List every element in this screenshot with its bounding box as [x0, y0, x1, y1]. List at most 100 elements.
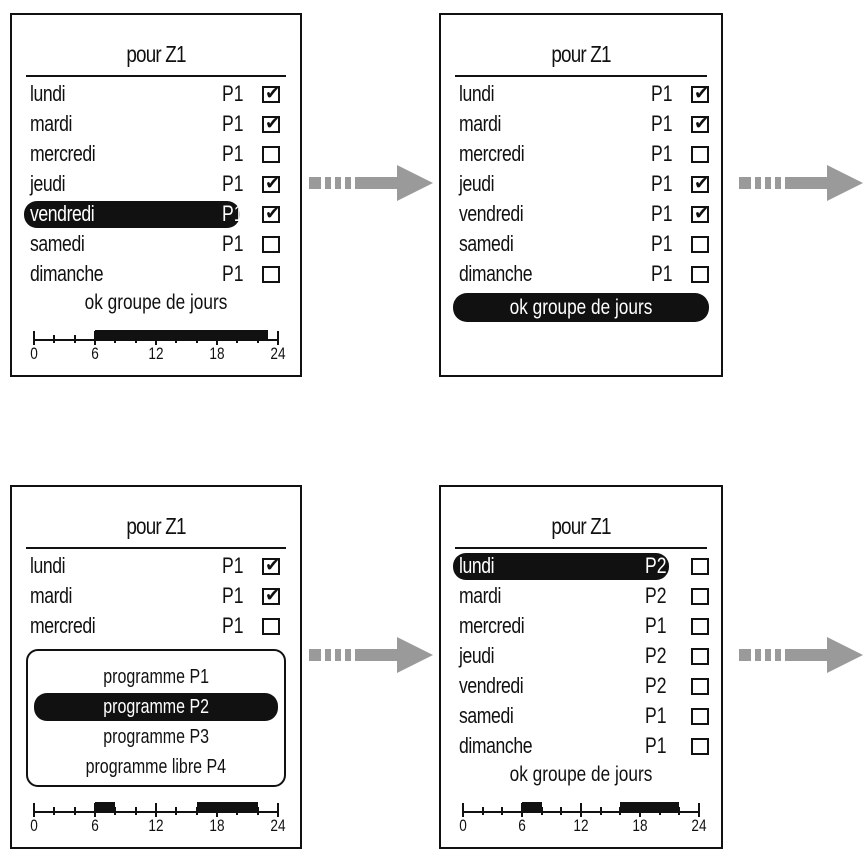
program-label: P2 [645, 643, 667, 668]
program-label: P1 [651, 141, 673, 166]
day-checkbox[interactable]: ✔ [691, 113, 709, 134]
program-label: P1 [645, 733, 667, 758]
program-option-p2[interactable]: programme P2 [34, 693, 278, 721]
day-label: mardi [459, 583, 502, 608]
day-label: jeudi [459, 643, 495, 668]
timeline-tick [277, 803, 279, 817]
timeline-tick [134, 335, 137, 343]
timeline-tick [134, 807, 137, 815]
ok-group-days-button[interactable]: ok groupe de jours [84, 291, 228, 314]
program-label: P2 [645, 673, 667, 698]
program-option-libre-p4[interactable]: programme libre P4 [85, 756, 227, 778]
program-label: P1 [651, 81, 673, 106]
day-checkbox[interactable]: ✔ [262, 585, 280, 606]
day-label: samedi [30, 231, 85, 256]
day-checkbox[interactable] [691, 588, 709, 605]
day-label: mercredi [459, 613, 525, 638]
day-label: dimanche [30, 261, 104, 286]
program-label: P1 [222, 261, 244, 286]
program-label: P1 [222, 111, 244, 136]
timeline-tick [155, 803, 157, 817]
day-checkbox[interactable] [691, 236, 709, 253]
timeline-tick [256, 335, 259, 343]
ok-group-days-button-selected[interactable]: ok groupe de jours [453, 293, 709, 322]
day-label: jeudi [30, 171, 66, 196]
program-option-p1[interactable]: programme P1 [103, 666, 209, 688]
day-checkbox[interactable]: ✔ [262, 203, 280, 224]
dashed-right-arrow-icon [739, 637, 863, 673]
day-checkbox[interactable] [691, 618, 709, 635]
dashed-right-arrow-icon [309, 165, 433, 201]
day-label: mardi [30, 583, 73, 608]
day-label: lundi [30, 553, 66, 578]
day-checkbox[interactable]: ✔ [691, 83, 709, 104]
day-checkbox[interactable] [691, 558, 709, 575]
timeline-tick [175, 335, 178, 343]
day-checkbox[interactable]: ✔ [262, 173, 280, 194]
day-row-dimanche[interactable]: dimanche P1 [26, 259, 280, 289]
hour-label: 24 [270, 816, 286, 835]
program-select-popup: programme P1 programme P2 programme P3 p… [26, 649, 286, 787]
screen-title: pour Z1 [126, 513, 186, 539]
comfort-period-bar [95, 330, 268, 339]
title-divider [26, 75, 286, 77]
timeline-tick [678, 807, 681, 815]
day-checkbox[interactable] [691, 678, 709, 695]
timeline-tick [33, 803, 35, 817]
day-checkbox[interactable] [262, 618, 280, 635]
day-checkbox[interactable] [691, 266, 709, 283]
day-checkbox[interactable] [262, 236, 280, 253]
day-checkbox[interactable] [262, 146, 280, 163]
day-checkbox[interactable]: ✔ [262, 83, 280, 104]
day-checkbox[interactable] [691, 146, 709, 163]
day-checkbox[interactable]: ✔ [262, 113, 280, 134]
program-option-p3[interactable]: programme P3 [103, 726, 209, 748]
day-checkbox[interactable] [691, 738, 709, 755]
screen-title: pour Z1 [551, 513, 611, 539]
program-label: P1 [645, 703, 667, 728]
day-row-jeudi[interactable]: jeudi P2 [455, 641, 709, 671]
day-checkbox[interactable]: ✔ [691, 173, 709, 194]
hour-label: 12 [573, 816, 589, 835]
timeline-tick [599, 807, 602, 815]
screen-title: pour Z1 [551, 41, 611, 67]
day-checkbox[interactable]: ✔ [262, 555, 280, 576]
hour-label: 0 [30, 816, 38, 835]
day-checkbox[interactable] [691, 648, 709, 665]
hour-label: 24 [691, 816, 707, 835]
day-checkbox[interactable]: ✔ [691, 203, 709, 224]
screen-title: pour Z1 [126, 41, 186, 67]
hour-label: 6 [518, 816, 526, 835]
ok-group-days-button[interactable]: ok groupe de jours [509, 763, 653, 786]
hour-label: 24 [270, 344, 286, 363]
hour-label: 6 [91, 344, 99, 363]
day-checkbox[interactable] [262, 266, 280, 283]
day-checkbox[interactable] [691, 708, 709, 725]
program-label: P1 [651, 201, 673, 226]
timeline-tick [236, 335, 239, 343]
